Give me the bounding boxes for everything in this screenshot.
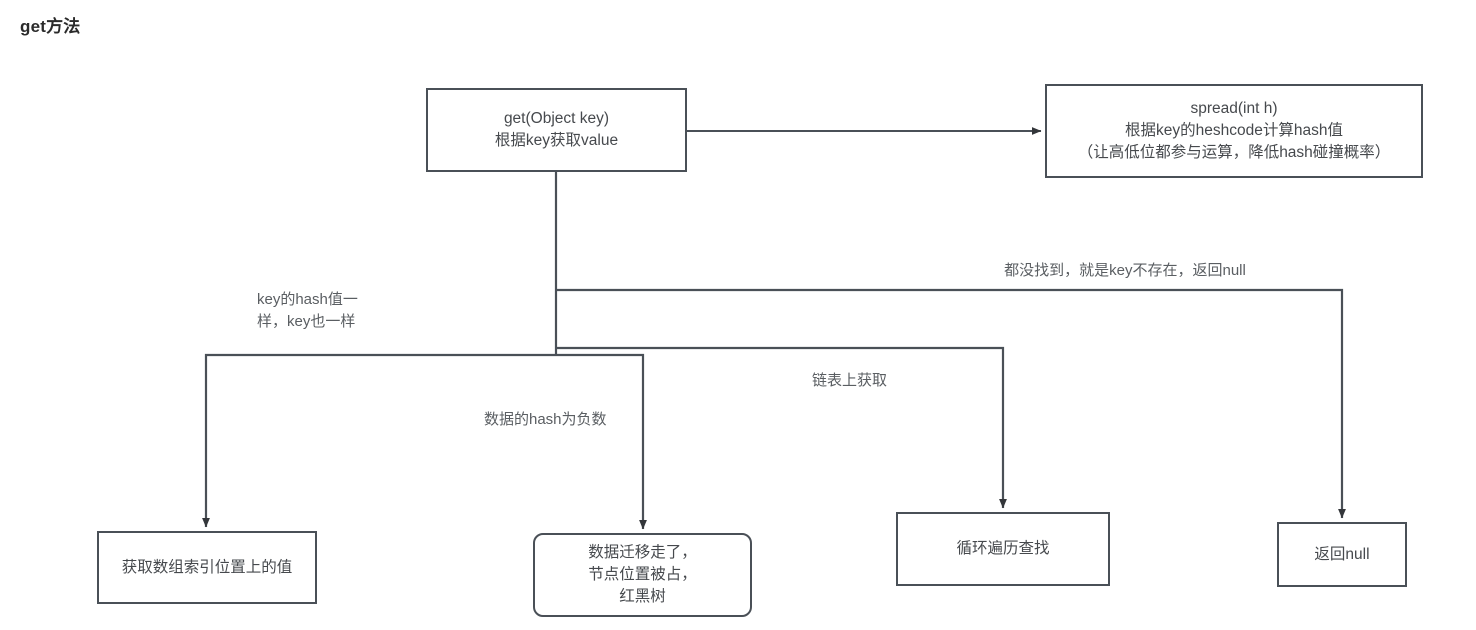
page-title: get方法 (20, 17, 81, 36)
connector-branch-middle (556, 353, 647, 530)
node-spread-label: spread(int h) 根据key的heshcode计算hash值 （让高低… (1077, 100, 1391, 161)
connector-branch-left (202, 353, 556, 528)
node-get-label: get(Object key) 根据key获取value (494, 110, 619, 149)
edge-label-not-found-return-null: 都没找到，就是key不存在，返回null (1004, 262, 1246, 279)
edge-label-get-from-linked-list: 链表上获取 (812, 372, 888, 389)
node-loop-search[interactable]: 循环遍历查找 (896, 512, 1110, 586)
edge-label-same-hash-same-key: key的hash值一 样，key也一样 (257, 291, 358, 330)
node-array-index[interactable]: 获取数组索引位置上的值 (97, 531, 317, 604)
node-migrated[interactable]: 数据迁移走了， 节点位置被占， 红黑树 (533, 533, 752, 617)
connector-branch-null (556, 288, 1346, 519)
node-get[interactable]: get(Object key) 根据key获取value (426, 88, 687, 172)
node-return-null[interactable]: 返回null (1277, 522, 1407, 587)
edge-label-negative-hash: 数据的hash为负数 (484, 411, 607, 428)
node-array-index-label: 获取数组索引位置上的值 (121, 558, 293, 576)
node-migrated-label: 数据迁移走了， 节点位置被占， 红黑树 (588, 544, 697, 605)
node-spread[interactable]: spread(int h) 根据key的heshcode计算hash值 （让高低… (1045, 84, 1423, 178)
node-return-null-label: 返回null (1314, 545, 1370, 563)
node-loop-search-label: 循环遍历查找 (956, 540, 1050, 557)
